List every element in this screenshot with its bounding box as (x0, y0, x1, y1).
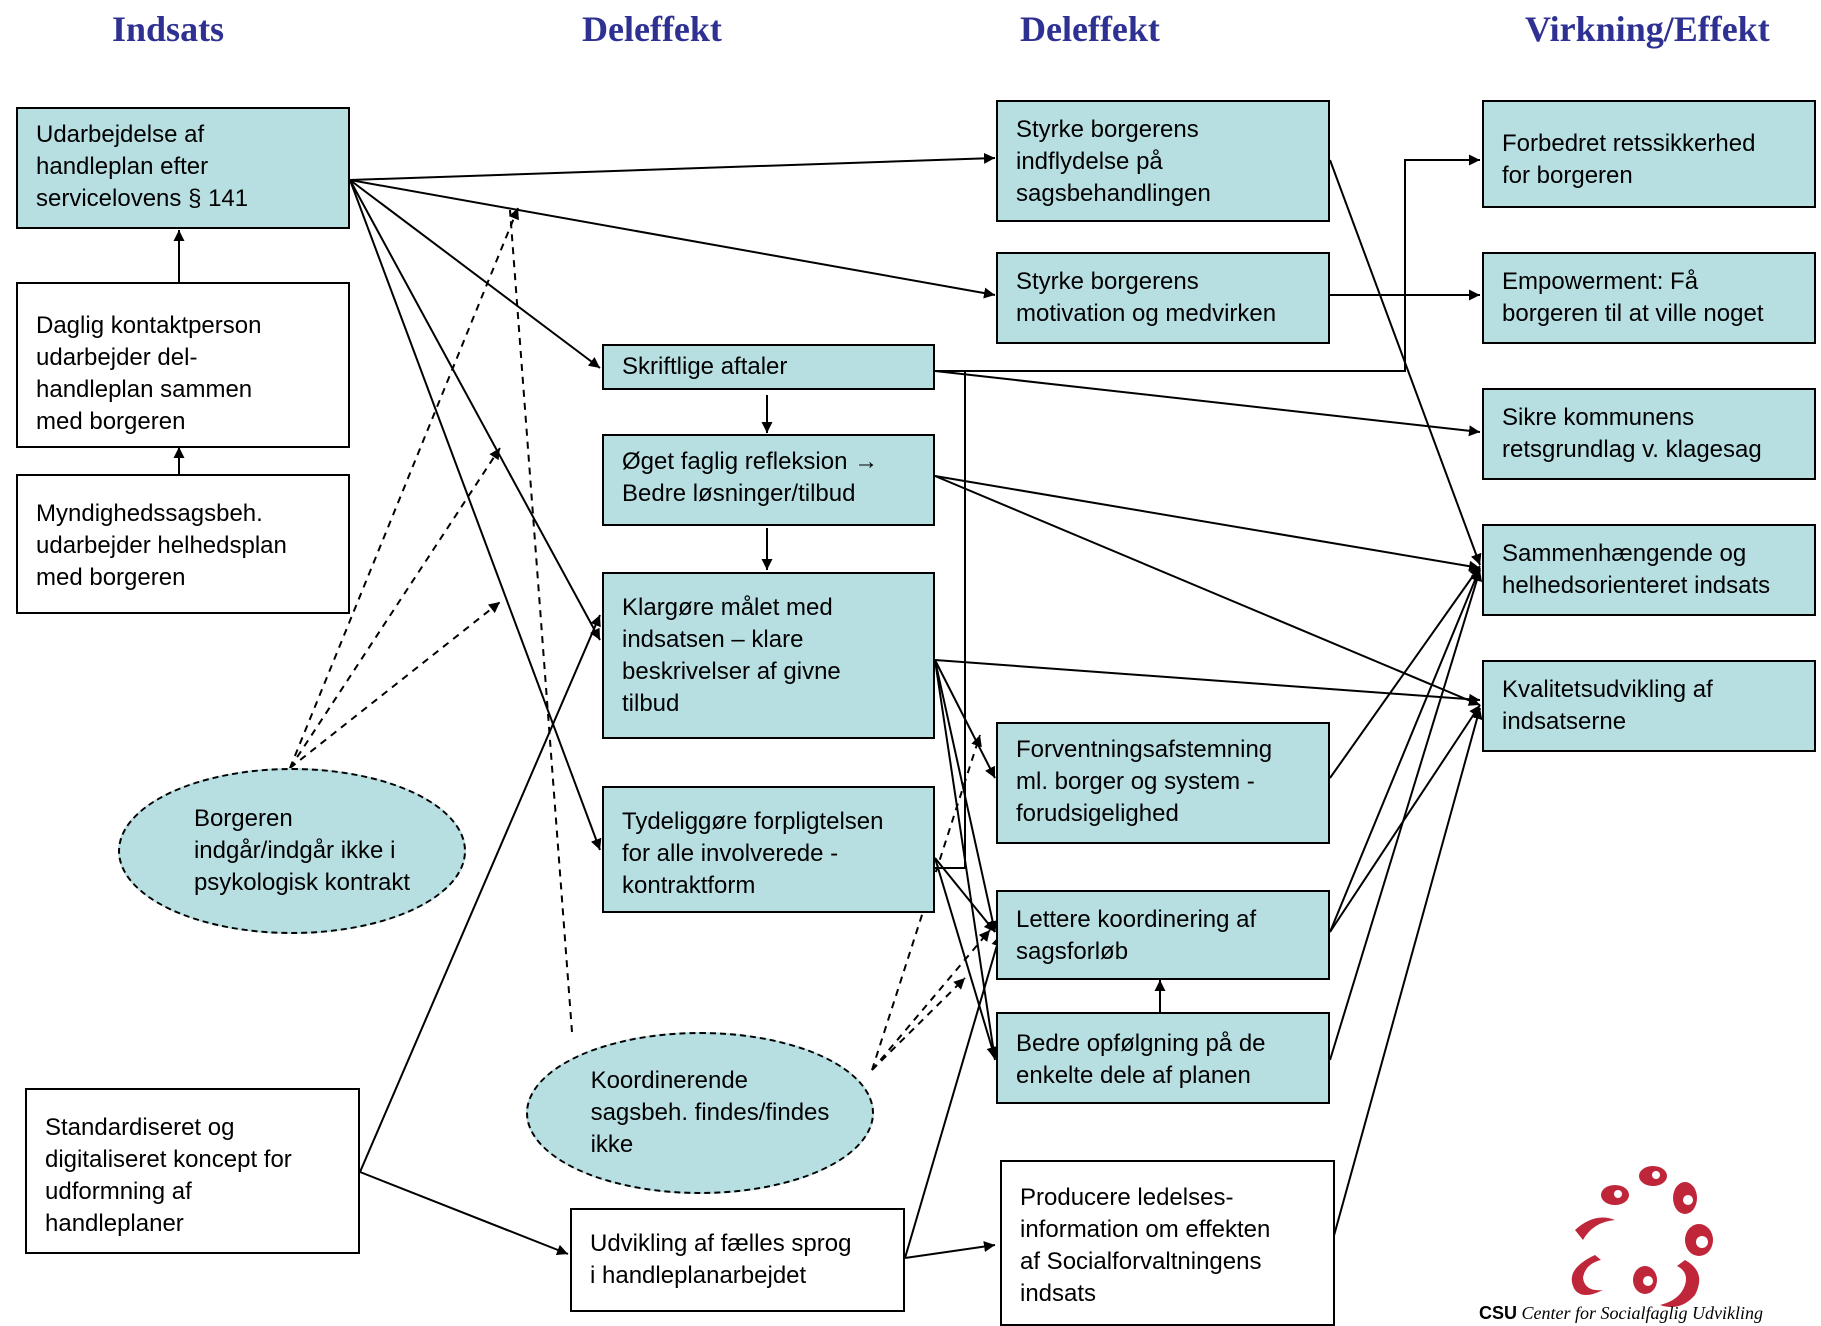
box-styrke-motivation: Styrke borgerens motivation og medvirken (996, 252, 1330, 344)
arrow (934, 659, 996, 779)
arrow (1329, 704, 1481, 933)
box-klargore-maalet: Klargøre målet med indsatsen – klare bes… (602, 572, 935, 739)
ellipse-koordinerende-sagsbeh: Koordinerende sagsbeh. findes/findes ikk… (526, 1032, 874, 1194)
arrow (349, 179, 996, 299)
dashed-arrow (289, 207, 519, 769)
dashed-arrow (871, 929, 991, 1071)
arrow (1329, 565, 1481, 779)
arrow (1329, 159, 1482, 566)
arrow (1329, 707, 1483, 1251)
box-styrke-indflydelse: Styrke borgerens indflydelse på sagsbeha… (996, 100, 1330, 222)
arrow (349, 152, 996, 181)
box-skriftlige-aftaler: Skriftlige aftaler (602, 344, 935, 390)
arrow (904, 1241, 996, 1259)
arrow (934, 475, 1481, 706)
box-tydeliggore-forpligtelsen: Tydeliggøre forpligtelsen for alle invol… (602, 786, 935, 913)
arrow (934, 475, 1481, 572)
arrow (349, 179, 601, 369)
dashed-arrow (289, 447, 501, 769)
connector (935, 370, 966, 869)
box-forbedret-retssikkerhed: Forbedret retssikkerhed for borgeren (1482, 100, 1816, 208)
header-indsats: Indsats (112, 9, 225, 49)
ellipse-borgeren-psykologisk-kontrakt: Borgeren indgår/indgår ikke i psykologis… (118, 768, 466, 934)
arrow (934, 857, 998, 1059)
ellipse-label: Koordinerende sagsbeh. findes/findes ikk… (590, 1067, 830, 1158)
box-daglig-kontaktperson: Daglig kontaktperson udarbejder del- han… (16, 282, 350, 448)
header-deleffekt-1: Deleffekt (582, 9, 722, 49)
box-udvikling-faelles-sprog: Udvikling af fælles sprog i handleplanar… (570, 1208, 905, 1312)
box-bedre-opfolgning: Bedre opfølgning på de enkelte dele af p… (996, 1012, 1330, 1104)
arrow (349, 179, 601, 641)
arrow (934, 857, 996, 933)
dashed-arrow (871, 977, 966, 1071)
arrow (934, 370, 1481, 437)
csu-logo (1571, 1166, 1713, 1308)
box-sammenhaengende-indsats: Sammenhængende og helhedsorienteret inds… (1482, 524, 1816, 616)
arrow (904, 934, 1003, 1259)
box-oget-faglig-refleksion: Øget faglig refleksion → Bedre løsninger… (602, 434, 935, 526)
arrow (359, 614, 601, 1173)
arrow (934, 659, 999, 1061)
box-sikre-kommunens-retsgrundlag: Sikre kommunens retsgrundlag v. klagesag (1482, 388, 1816, 480)
box-kvalitetsudvikling: Kvalitetsudvikling af indsatserne (1482, 660, 1816, 752)
logo-swirl (1575, 1217, 1615, 1240)
arrow (934, 659, 999, 933)
box-forventningsafstemning: Forventningsafstemning ml. borger og sys… (996, 722, 1330, 844)
box-standardiseret-koncept: Standardiseret og digitaliseret koncept … (25, 1088, 360, 1254)
logo-swirl (1660, 1260, 1700, 1308)
logo-text: CSU Center for Socialfaglig Udvikling (1479, 1303, 1763, 1324)
logo-name: Center for Socialfaglig Udvikling (1521, 1303, 1763, 1323)
arrow (349, 179, 602, 851)
box-myndighedssagsbeh: Myndighedssagsbeh. udarbejder helhedspla… (16, 474, 350, 614)
dashed-line (509, 209, 573, 1033)
arrow (1329, 569, 1483, 1061)
ellipse-label: Borgeren indgår/indgår ikke i psykologis… (193, 805, 411, 896)
dashed-arrow (289, 601, 501, 769)
box-lettere-koordinering: Lettere koordinering af sagsforløb (996, 890, 1330, 980)
arrow (359, 1171, 569, 1256)
arrow (1329, 567, 1481, 933)
connector (935, 154, 1480, 372)
header-virkning-effekt: Virkning/Effekt (1525, 9, 1770, 49)
logo-abbr: CSU (1479, 1303, 1518, 1323)
header-deleffekt-2: Deleffekt (1020, 9, 1160, 49)
logo-swirl (1571, 1255, 1603, 1295)
box-udarbejdelse-handleplan: Udarbejdelse af handleplan efter service… (16, 107, 350, 229)
box-producere-ledelsesinformation: Producere ledelses- information om effek… (1000, 1160, 1335, 1326)
box-empowerment: Empowerment: Få borgeren til at ville no… (1482, 252, 1816, 344)
